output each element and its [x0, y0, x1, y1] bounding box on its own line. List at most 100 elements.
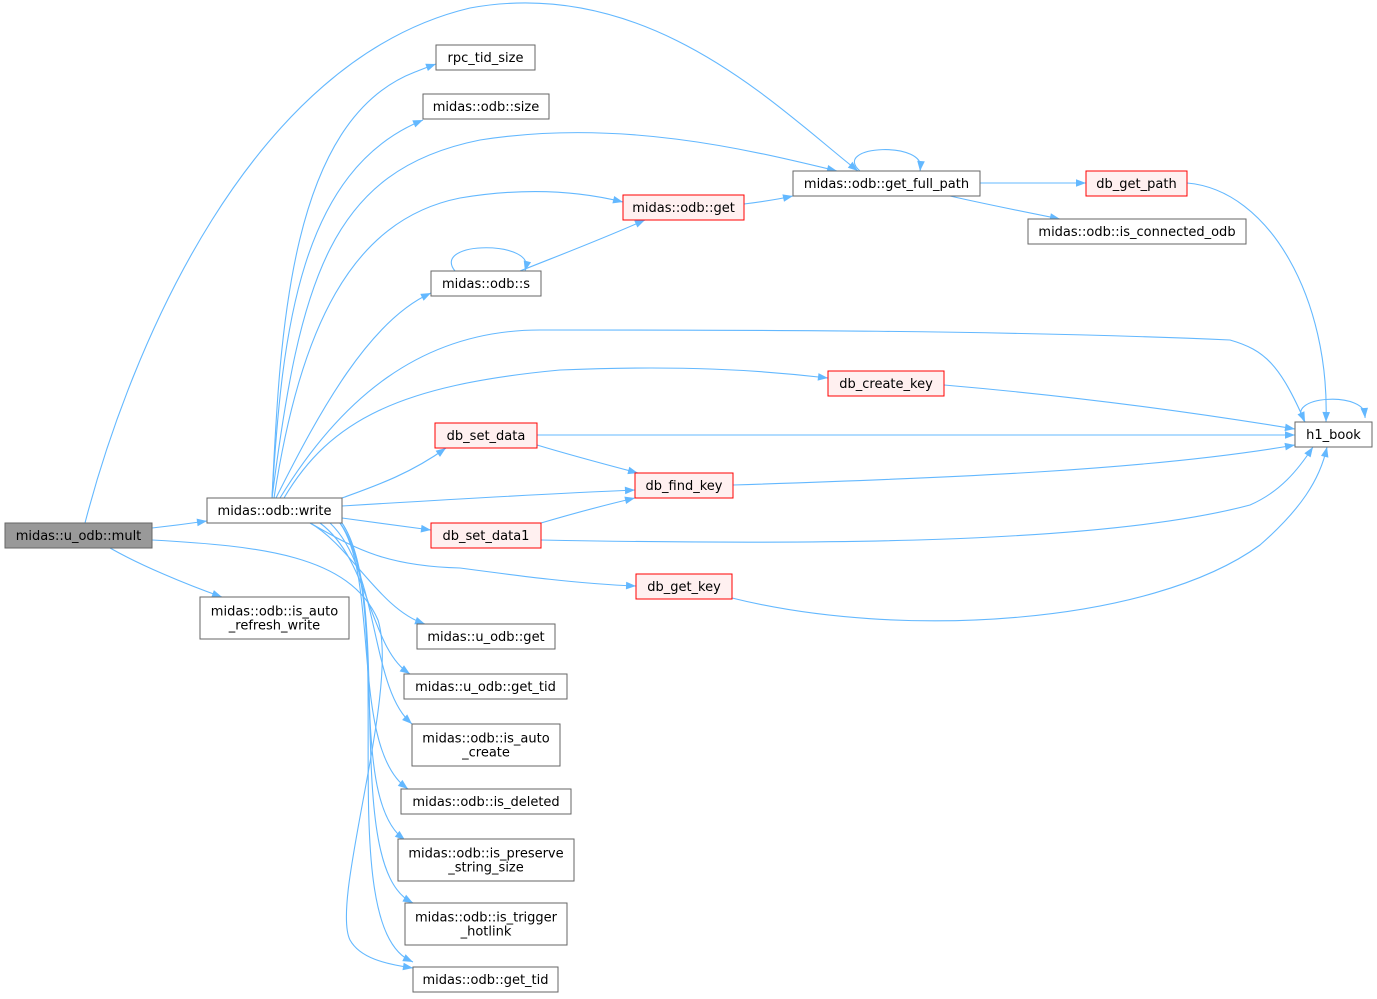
edge-odb_s-to-odb_get	[519, 219, 646, 272]
node-odb-size[interactable]: midas::odb::size	[422, 93, 550, 120]
node-box	[430, 270, 542, 297]
node-box	[206, 497, 343, 524]
arrowhead	[625, 581, 636, 590]
edges-layer	[84, 2, 1368, 971]
node-odb-s[interactable]: midas::odb::s	[430, 270, 542, 297]
nodes-layer: midas::u_odb::multmidas::odb::writemidas…	[4, 44, 1373, 993]
edge-line	[1300, 398, 1366, 423]
node-label: db_set_data1	[443, 529, 530, 544]
node-is-preserve-string-size[interactable]: midas::odb::is_preserve_string_size	[397, 838, 575, 882]
edge-line	[540, 446, 1314, 543]
arrowhead	[782, 194, 793, 202]
node-label: midas::odb::is_preserve	[408, 847, 563, 862]
edge-write-to-u_odb_get_tid	[319, 522, 411, 675]
edge-line	[319, 522, 411, 675]
edge-line	[279, 329, 1306, 499]
edge-odb_s-to-odb_s	[451, 247, 532, 272]
node-is-auto-refresh-write[interactable]: midas::odb::is_auto_refresh_write	[199, 596, 350, 640]
arrowhead	[634, 220, 645, 228]
arrowhead	[420, 293, 431, 301]
node-is-auto-create[interactable]: midas::odb::is_auto_create	[411, 723, 561, 767]
node-box	[397, 838, 575, 882]
node-box	[422, 93, 550, 120]
arrowhead	[917, 160, 925, 171]
edge-line	[732, 444, 1296, 486]
node-get-full-path[interactable]: midas::odb::get_full_path	[792, 170, 981, 197]
node-label: _hotlink	[460, 925, 512, 940]
node-box	[404, 902, 568, 946]
edge-get_full_path-to-get_full_path	[853, 149, 925, 172]
edge-write-to-db_set_data	[341, 447, 447, 499]
node-label: midas::odb::is_connected_odb	[1038, 225, 1235, 240]
edge-line	[271, 119, 424, 499]
edge-line	[84, 2, 859, 524]
node-write[interactable]: midas::odb::write	[206, 497, 343, 524]
node-box	[4, 522, 153, 549]
node-box	[634, 472, 734, 499]
node-is-deleted[interactable]: midas::odb::is_deleted	[400, 788, 572, 815]
node-label: midas::u_odb::mult	[16, 529, 142, 544]
edge-line	[151, 539, 414, 969]
node-label: db_set_data	[447, 429, 526, 444]
arrowhead	[1322, 411, 1330, 422]
node-is-connected-odb[interactable]: midas::odb::is_connected_odb	[1027, 218, 1247, 245]
edge-line	[273, 191, 624, 499]
arrowhead	[414, 617, 425, 625]
node-label: db_get_key	[647, 580, 721, 595]
edge-line	[853, 149, 922, 172]
node-label: midas::odb::is_deleted	[412, 795, 559, 810]
edge-write-to-is_deleted	[339, 522, 409, 790]
node-db-create-key[interactable]: db_create_key	[827, 370, 945, 397]
node-box	[622, 194, 745, 221]
node-odb-get[interactable]: midas::odb::get	[622, 194, 745, 221]
arrowhead	[425, 63, 436, 71]
node-box	[400, 788, 572, 815]
edge-line	[341, 522, 414, 963]
node-odb-get-tid[interactable]: midas::odb::get_tid	[412, 966, 559, 993]
arrowhead	[612, 196, 623, 204]
arrowhead	[412, 120, 423, 128]
node-db-get-key[interactable]: db_get_key	[635, 573, 733, 600]
edge-write-to-odb_s	[275, 292, 432, 499]
edge-get_full_path-to-is_connected_odb	[949, 195, 1061, 221]
arrowhead	[624, 496, 635, 504]
node-db-set-data[interactable]: db_set_data	[434, 422, 538, 449]
node-label: h1_book	[1306, 428, 1361, 443]
edge-db_get_path-to-h1_book	[1186, 182, 1330, 423]
node-db-find-key[interactable]: db_find_key	[634, 472, 734, 499]
edge-line	[519, 219, 646, 272]
edge-mult-to-write	[151, 518, 208, 529]
node-h1-book[interactable]: h1_book	[1294, 421, 1373, 448]
edge-line	[339, 522, 409, 790]
node-label: midas::odb::get_full_path	[804, 177, 969, 192]
node-label: db_get_path	[1096, 177, 1176, 192]
edge-db_create_key-to-h1_book	[943, 384, 1296, 432]
arrowhead	[1285, 431, 1295, 439]
arrowhead	[196, 518, 207, 527]
node-u-odb-get[interactable]: midas::u_odb::get	[416, 623, 556, 650]
node-db-get-path[interactable]: db_get_path	[1085, 170, 1188, 197]
node-u-odb-get-tid[interactable]: midas::u_odb::get_tid	[403, 673, 568, 700]
node-db-set-data1[interactable]: db_set_data1	[430, 522, 542, 549]
edge-write-to-odb_size	[271, 119, 424, 499]
edge-line	[341, 447, 447, 499]
node-mult[interactable]: midas::u_odb::mult	[4, 522, 153, 549]
edge-write-to-odb_get	[273, 191, 624, 499]
edge-db_set_data-to-h1_book	[537, 431, 1295, 439]
node-label: midas::odb::s	[442, 277, 530, 292]
node-rpc-tid-size[interactable]: rpc_tid_size	[435, 44, 536, 71]
arrowhead	[399, 665, 410, 674]
node-label: midas::u_odb::get_tid	[415, 680, 556, 695]
edge-line	[540, 497, 636, 524]
arrowhead	[1321, 447, 1329, 458]
arrowhead	[826, 165, 837, 173]
edge-db_set_data1-to-db_find_key	[540, 496, 636, 524]
edge-db_set_data-to-db_find_key	[536, 444, 639, 475]
node-box	[411, 723, 561, 767]
edge-line	[949, 195, 1061, 220]
arrowhead	[402, 962, 413, 971]
node-is-trigger-hotlink[interactable]: midas::odb::is_trigger_hotlink	[404, 902, 568, 946]
edge-line	[1186, 182, 1327, 423]
node-label: midas::u_odb::get	[427, 630, 544, 645]
node-label: db_find_key	[646, 479, 723, 494]
